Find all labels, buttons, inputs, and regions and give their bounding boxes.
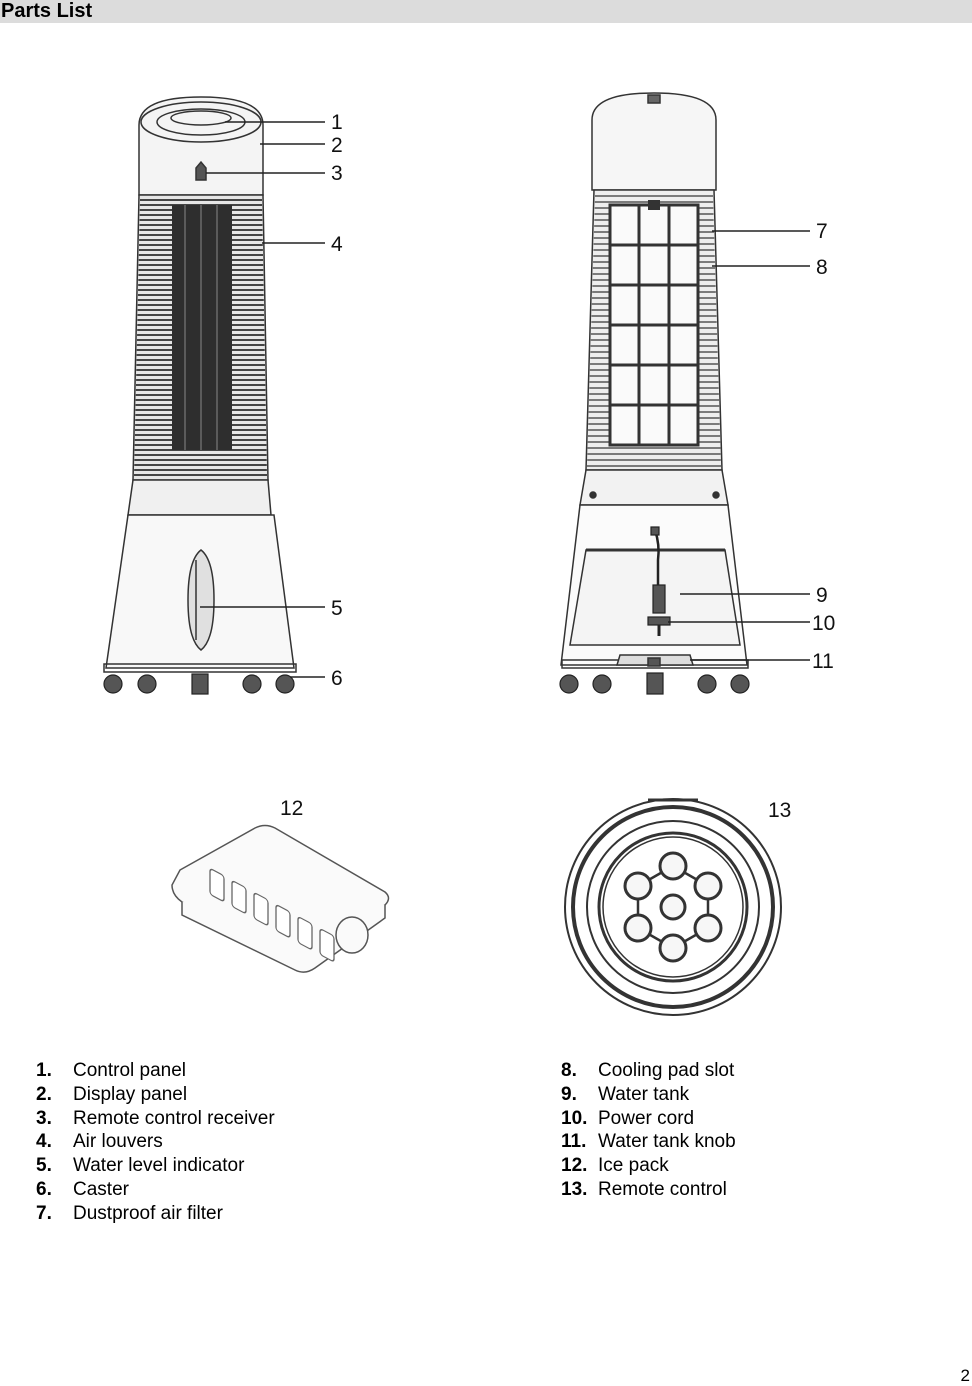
item-label: Power cord: [598, 1107, 695, 1129]
callout-1: 1: [331, 111, 343, 134]
list-item: 2. Display panel: [36, 1083, 275, 1107]
item-label: Caster: [73, 1178, 129, 1200]
list-item: 11. Water tank knob: [561, 1130, 736, 1154]
item-number: 1.: [36, 1060, 52, 1081]
item-label: Cooling pad slot: [598, 1060, 735, 1081]
list-item: 4. Air louvers: [36, 1130, 275, 1154]
item-label: Control panel: [73, 1060, 187, 1081]
item-number: 5.: [36, 1155, 52, 1177]
callout-12: 12: [280, 797, 303, 820]
item-number: 9.: [561, 1083, 577, 1105]
list-item: 3. Remote control receiver: [36, 1107, 275, 1131]
callout-6: 6: [331, 667, 343, 690]
callout-5: 5: [331, 597, 343, 620]
item-number: 8.: [561, 1060, 577, 1081]
item-number: 10.: [561, 1107, 588, 1129]
list-item: 7. Dustproof air filter: [36, 1202, 275, 1226]
item-label: Remote control receiver: [73, 1107, 275, 1129]
item-label: Water level indicator: [73, 1155, 245, 1177]
remote-control-diagram: 13: [564, 798, 791, 1016]
item-number: 2.: [36, 1083, 52, 1105]
item-number: 12.: [561, 1155, 588, 1177]
section-title: Parts List: [1, 0, 93, 22]
page-number: 2: [960, 1366, 970, 1385]
item-label: Water tank: [598, 1083, 690, 1105]
list-item: 12. Ice pack: [561, 1154, 736, 1178]
list-item: 10. Power cord: [561, 1107, 736, 1131]
callout-3: 3: [331, 162, 343, 185]
list-item: 13. Remote control: [561, 1178, 736, 1202]
item-number: 4.: [36, 1131, 52, 1153]
callout-13: 13: [768, 799, 791, 822]
item-number: 3.: [36, 1107, 52, 1129]
item-label: Ice pack: [598, 1155, 669, 1177]
item-label: Display panel: [73, 1083, 188, 1105]
ice-pack-diagram: 12: [171, 797, 390, 973]
callout-10: 10: [812, 612, 835, 635]
item-number: 7.: [36, 1202, 52, 1224]
callout-4: 4: [331, 233, 343, 256]
section-header-bar: Parts List: [0, 0, 972, 23]
list-item: 1. Control panel: [36, 1059, 275, 1083]
list-item: 5. Water level indicator: [36, 1154, 275, 1178]
callout-11: 11: [812, 650, 834, 673]
parts-list-right: 8. Cooling pad slot 9. Water tank 10. Power…: [561, 1059, 736, 1202]
item-number: 11.: [561, 1131, 587, 1153]
item-label: Remote control: [598, 1178, 727, 1200]
parts-list-left: 1. Control panel 2. Display panel 3. Remote…: [36, 1059, 275, 1226]
item-label: Dustproof air filter: [73, 1202, 223, 1224]
list-item: 9. Water tank: [561, 1083, 736, 1107]
item-label: Water tank knob: [598, 1131, 736, 1153]
item-number: 13.: [561, 1178, 588, 1200]
callout-7: 7: [816, 220, 828, 243]
list-item: 8. Cooling pad slot: [561, 1059, 736, 1083]
back-view-diagram: 7 8 9 10 11: [559, 92, 835, 695]
item-number: 6.: [36, 1178, 52, 1200]
callout-9: 9: [816, 584, 828, 607]
callout-2: 2: [331, 134, 343, 157]
callout-8: 8: [816, 256, 828, 279]
item-label: Air louvers: [73, 1131, 163, 1153]
list-item: 6. Caster: [36, 1178, 275, 1202]
front-view-diagram: 1 2 3 4 5 6: [103, 96, 343, 695]
